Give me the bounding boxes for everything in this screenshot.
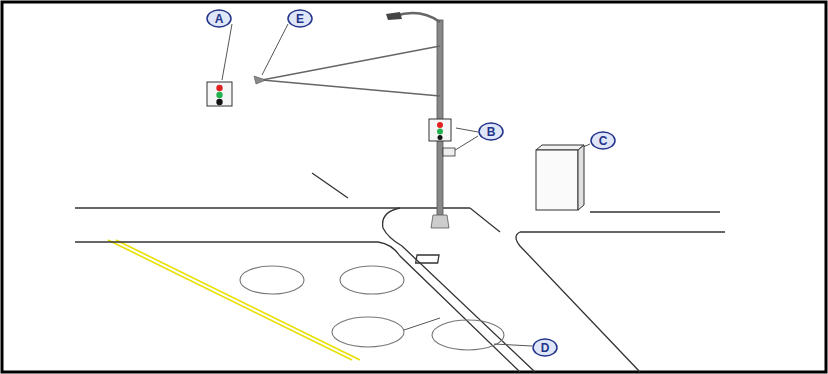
callout-letter: D [541, 342, 550, 354]
callout-letter: B [487, 126, 496, 138]
callout-circle: D [532, 338, 558, 357]
signal-pole [254, 12, 449, 228]
callout-circle: B [478, 122, 504, 141]
road-edges [75, 173, 725, 372]
callout-letter: A [215, 13, 224, 25]
callout-circle: C [590, 131, 616, 150]
callout-circle: E [287, 9, 313, 28]
detector-loops [240, 266, 504, 350]
callout-circle: A [206, 9, 232, 28]
callout-letter: C [599, 135, 608, 147]
controller-cabinet [536, 145, 584, 210]
callout-letter: E [296, 13, 304, 25]
leader-lines [222, 24, 590, 346]
pole-signal [429, 119, 455, 156]
overhead-signal [207, 82, 232, 106]
centre-line [116, 240, 360, 360]
centre-line [108, 240, 352, 360]
